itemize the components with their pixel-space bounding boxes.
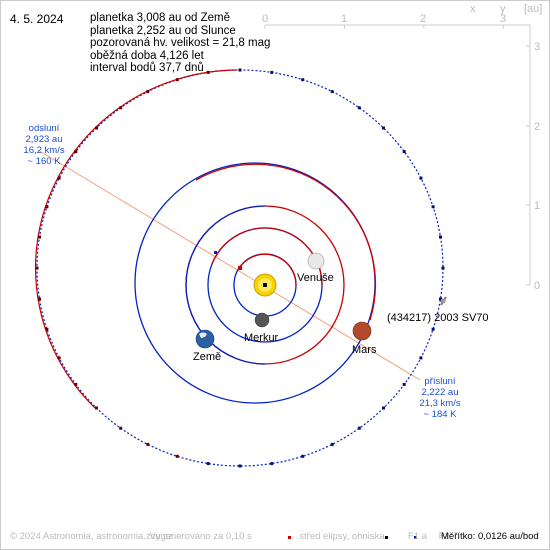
info-line-earth-distance: planetka 3,008 au od Země xyxy=(90,12,231,24)
orbit-point xyxy=(270,70,274,74)
asteroid-label: (434217) 2003 SV70 xyxy=(387,312,489,324)
orbit-point xyxy=(95,406,98,410)
aphelion-speed: 16,2 km/s xyxy=(23,145,64,156)
orbit-point xyxy=(431,205,435,209)
footer: © 2024 Astronomia, astronomia.zcu.cz Vyg… xyxy=(10,531,450,542)
info-line-magnitude: pozorovaná hv. velikost = 21,8 mag xyxy=(90,37,271,50)
orbit-point xyxy=(206,70,210,74)
mars-label: Mars xyxy=(352,344,377,356)
y-tick-label-1: 1 xyxy=(534,200,540,212)
orbit-point xyxy=(330,90,334,94)
orbit-point xyxy=(402,150,406,154)
x-tick-label-0: 0 xyxy=(262,13,268,25)
orbit-point xyxy=(357,106,361,110)
orbit-point xyxy=(431,327,435,331)
mercury-orbit-above xyxy=(237,253,297,286)
orbit-point xyxy=(146,90,150,94)
aphelion-temp: ~ 160 K xyxy=(27,156,61,167)
legend-f2-marker xyxy=(414,536,417,539)
info-panel: planetka 3,008 au od Země planetka 2,252… xyxy=(90,12,270,75)
legend-f1-marker xyxy=(385,536,388,539)
aphelion-title: odsluní xyxy=(29,123,60,134)
info-line-period: oběžná doba 4,126 let xyxy=(90,49,204,62)
date: 4. 5. 2024 xyxy=(10,12,64,26)
orbit-point xyxy=(74,150,78,154)
orbit-point xyxy=(119,426,123,430)
perihelion-temp: ~ 184 K xyxy=(423,409,457,420)
orbit-point xyxy=(402,382,406,386)
y-tick-label-0: 0 xyxy=(534,280,540,292)
x-tick-label-3: 3 xyxy=(500,13,506,25)
legend-center-marker xyxy=(288,536,291,539)
footer-generated: Vygenerováno za 0,10 s xyxy=(149,531,252,542)
orbit-point xyxy=(146,442,150,446)
footer-legend-f1: F1 a xyxy=(407,531,427,542)
orbit-point xyxy=(441,266,445,270)
orbit-point xyxy=(382,126,385,130)
orbit-point xyxy=(95,126,98,130)
orbit-point xyxy=(57,356,61,360)
axes xyxy=(264,24,531,286)
orbit-point xyxy=(238,464,242,468)
venus xyxy=(307,252,325,270)
earth-label: Země xyxy=(193,351,221,363)
aphelion-distance: 2,923 au xyxy=(26,134,63,145)
earth xyxy=(195,329,215,349)
orbit-point xyxy=(439,297,442,301)
info-line-sun-distance: planetka 2,252 au od Slunce xyxy=(90,24,236,37)
info-line-interval: interval bodů 37,7 dnů xyxy=(90,62,204,75)
asteroid-marker xyxy=(440,296,447,306)
mercury xyxy=(254,312,270,328)
earth-clouds xyxy=(199,332,207,338)
orbit-point xyxy=(419,176,423,180)
x-tick-label-2: 2 xyxy=(420,13,426,25)
y-tick-label-2: 2 xyxy=(534,121,540,133)
earth-orbit-below xyxy=(185,205,266,286)
orbit-point xyxy=(175,78,179,82)
orbit-point xyxy=(119,106,123,110)
orbit-point xyxy=(439,235,442,239)
orbit-point xyxy=(270,462,274,466)
ellipse-center xyxy=(238,266,242,270)
apsides-line xyxy=(37,149,421,381)
perihelion-distance: 2,222 au xyxy=(422,387,459,398)
orbit-points xyxy=(35,68,445,468)
orbit-point xyxy=(45,205,49,209)
orbit-point xyxy=(74,382,78,386)
asteroid-orbit-above xyxy=(34,69,238,409)
unit-label: [au] xyxy=(524,3,542,15)
x-axis-label: x xyxy=(470,3,476,15)
orbit-point xyxy=(57,176,61,180)
focus-f2 xyxy=(214,251,217,254)
orbit-point xyxy=(301,78,305,82)
orbit-point xyxy=(206,462,210,466)
orbit-point xyxy=(38,297,41,301)
orbit-point xyxy=(419,356,423,360)
scale-label: Měřítko: 0,0126 au/bod xyxy=(441,531,539,542)
perihelion-speed: 21,3 km/s xyxy=(419,398,460,409)
orbit-point xyxy=(357,426,361,430)
x-tick-label-1: 1 xyxy=(341,13,347,25)
venus-label: Venuše xyxy=(297,272,334,284)
footer-legend-f2: F2 xyxy=(438,531,450,542)
sun-focus xyxy=(263,283,267,287)
orbit-point xyxy=(301,454,305,458)
orbit-point xyxy=(382,406,385,410)
perihelion-title: přísluní xyxy=(424,376,456,387)
orbit-point xyxy=(45,327,49,331)
orbit-point xyxy=(330,442,334,446)
orbit-point xyxy=(35,266,39,270)
mars xyxy=(352,321,372,341)
y-tick-label-3: 3 xyxy=(534,41,540,53)
footer-copyright: © 2024 Astronomia, astronomia.zcu.cz xyxy=(10,531,173,542)
orbit-point xyxy=(238,68,242,72)
footer-legend-center: střed elipsy, ohniska xyxy=(299,531,385,542)
mars-orbit-above xyxy=(195,163,377,321)
orbit-point xyxy=(38,235,41,239)
orbit-point xyxy=(175,454,179,458)
y-axis-label: y xyxy=(500,3,506,15)
mercury-label: Merkur xyxy=(244,332,279,344)
